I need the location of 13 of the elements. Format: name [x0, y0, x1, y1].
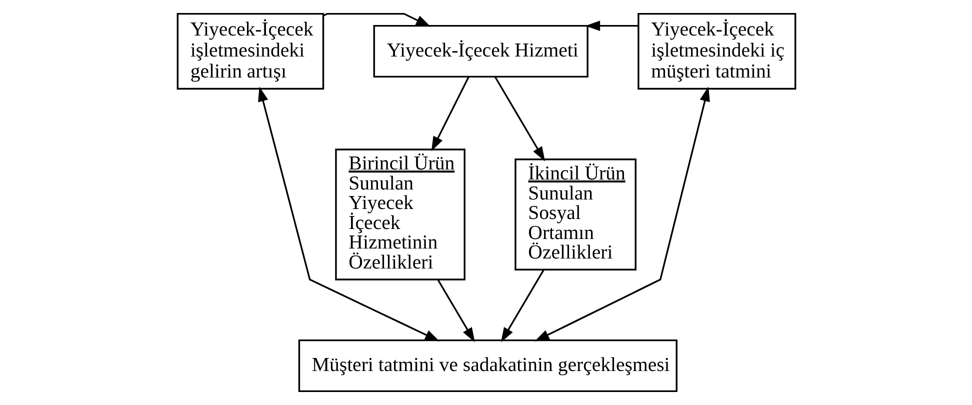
node-box: Birincil Ürün Sunulan Yiyecek İçecek Hizmetinin Özellikleri — [334, 148, 465, 280]
arrow — [258, 86, 440, 342]
arrow — [430, 76, 469, 152]
arrow — [322, 12, 430, 27]
node-box: Müşteri tatmini ve sadakatinin gerçekleşmesi — [298, 339, 677, 392]
arrow — [534, 86, 710, 342]
arrow — [436, 279, 474, 342]
node-box: Yiyecek-İçecek işletmesindeki iç müşteri tatmini — [637, 12, 796, 90]
node-box: Yiyecek-İçecek işletmesindeki gelirin artışı — [176, 12, 324, 90]
node-box: İkincil Ürün Sunulan Sosyal Ortamın Özellikleri — [514, 158, 636, 270]
node-box: Yiyecek-İçecek Hizmeti — [372, 24, 588, 78]
arrow — [494, 76, 545, 162]
arrow — [500, 270, 544, 342]
